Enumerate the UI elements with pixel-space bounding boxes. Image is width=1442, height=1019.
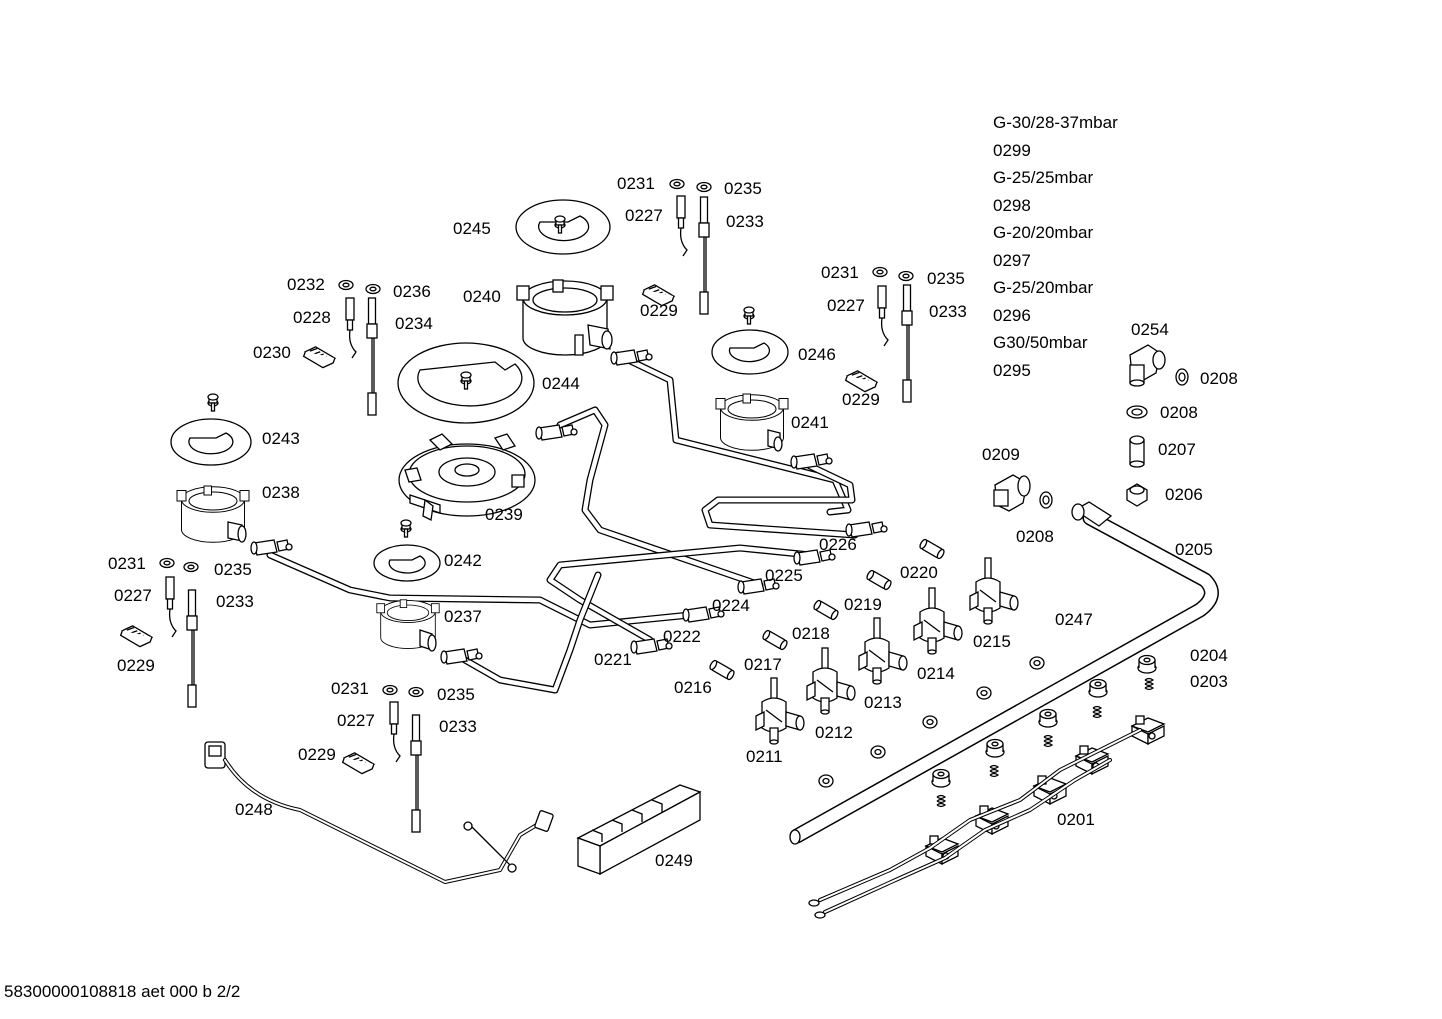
part-label: 0225 — [765, 566, 803, 585]
part-label: 0227 — [827, 296, 865, 315]
part-label: 0233 — [439, 717, 477, 736]
ignition-harness — [808, 654, 1165, 919]
legend-line: 0295 — [993, 360, 1031, 380]
part-label: 0201 — [1057, 810, 1095, 829]
part-label: 0227 — [625, 206, 663, 225]
legend-line: 0298 — [993, 195, 1031, 215]
legend-line: 0297 — [993, 250, 1031, 270]
part-label: 0214 — [917, 664, 955, 683]
part-label: 0229 — [842, 390, 880, 409]
legend-line: G30/50mbar — [993, 333, 1088, 352]
part-label: 0235 — [724, 179, 762, 198]
part-label: 0249 — [655, 851, 693, 870]
thermocouple-set-d — [118, 557, 199, 708]
part-label: 0247 — [1055, 610, 1093, 629]
part-label: 0235 — [214, 560, 252, 579]
part-label: 0234 — [395, 314, 433, 333]
part-label: 0205 — [1175, 540, 1213, 559]
legend-line: 0296 — [993, 305, 1031, 325]
part-label: 0218 — [792, 624, 830, 643]
part-label: 0231 — [331, 679, 369, 698]
part-label: 0208 — [1200, 369, 1238, 388]
spark-generator — [576, 784, 702, 876]
part-label: 0233 — [216, 592, 254, 611]
gas-pipes — [266, 351, 859, 694]
part-label: 0204 — [1190, 646, 1228, 665]
part-label: 0224 — [712, 596, 750, 615]
part-label: 0208 — [1016, 527, 1054, 546]
part-label: 0229 — [298, 745, 336, 764]
part-label: 0233 — [929, 302, 967, 321]
part-label: 0212 — [815, 723, 853, 742]
thermocouple-set-e — [340, 684, 424, 833]
part-label: 0215 — [973, 632, 1011, 651]
burner-0241 — [711, 306, 789, 452]
part-label: 0203 — [1190, 672, 1228, 691]
part-label: 0227 — [337, 711, 375, 730]
part-label: 0231 — [108, 554, 146, 573]
burner-0239 — [397, 342, 536, 521]
part-label: 0229 — [640, 301, 678, 320]
part-label: 0238 — [262, 483, 300, 502]
part-label: 0237 — [444, 607, 482, 626]
part-label: 0239 — [485, 505, 523, 524]
gas-rail — [789, 501, 1219, 845]
part-label: 0240 — [463, 287, 501, 306]
part-label: 0235 — [927, 269, 965, 288]
part-label: 0244 — [542, 374, 580, 393]
thermocouple-set-c — [843, 266, 914, 403]
part-label: 0242 — [444, 551, 482, 570]
legend-line: G-25/25mbar — [993, 168, 1094, 187]
part-label: 0229 — [117, 656, 155, 675]
thermocouple-set-a — [640, 178, 712, 315]
part-label: 0220 — [900, 563, 938, 582]
gas-inlet-fittings — [993, 344, 1189, 512]
part-label: 0235 — [437, 685, 475, 704]
part-label: 0226 — [819, 535, 857, 554]
part-label: 0216 — [674, 678, 712, 697]
gas-type-legend: G-30/28-37mbar 0299 G-25/25mbar 0298 G-2… — [993, 109, 1118, 384]
part-label: 0211 — [746, 747, 783, 766]
part-label: 0219 — [844, 595, 882, 614]
part-label: 0243 — [262, 429, 300, 448]
legend-line: 0299 — [993, 140, 1031, 160]
part-label: 0217 — [744, 655, 782, 674]
part-label: 0228 — [293, 308, 331, 327]
part-label: 0222 — [663, 627, 701, 646]
part-label: 0230 — [253, 343, 291, 362]
part-label: 0231 — [821, 263, 859, 282]
legend-line: G-25/20mbar — [993, 278, 1094, 297]
part-label: 0221 — [594, 650, 632, 669]
document-footer: 58300000108818 aet 000 b 2/2 — [4, 982, 241, 1001]
part-label: 0245 — [453, 219, 491, 238]
part-label: 0231 — [617, 174, 655, 193]
part-label: 0232 — [287, 275, 325, 294]
part-label: 0207 — [1158, 440, 1196, 459]
part-label: 0208 — [1160, 403, 1198, 422]
burner-0237 — [373, 519, 441, 652]
part-label: 0213 — [864, 693, 902, 712]
burner-0238 — [170, 393, 252, 543]
part-label: 0206 — [1165, 485, 1203, 504]
part-label: 0254 — [1131, 320, 1169, 339]
burner-0240 — [515, 199, 614, 356]
legend-line: G-20/20mbar — [993, 223, 1094, 242]
thermocouple-set-b — [301, 279, 381, 416]
part-label: 0227 — [114, 586, 152, 605]
part-label: 0248 — [235, 800, 273, 819]
part-label: 0241 — [791, 413, 829, 432]
part-label: 0233 — [726, 212, 764, 231]
ignition-cable — [204, 741, 554, 884]
legend-line: G-30/28-37mbar — [993, 113, 1118, 132]
part-label: 0236 — [393, 282, 431, 301]
part-label: 0209 — [982, 445, 1020, 464]
part-label: 0246 — [798, 345, 836, 364]
